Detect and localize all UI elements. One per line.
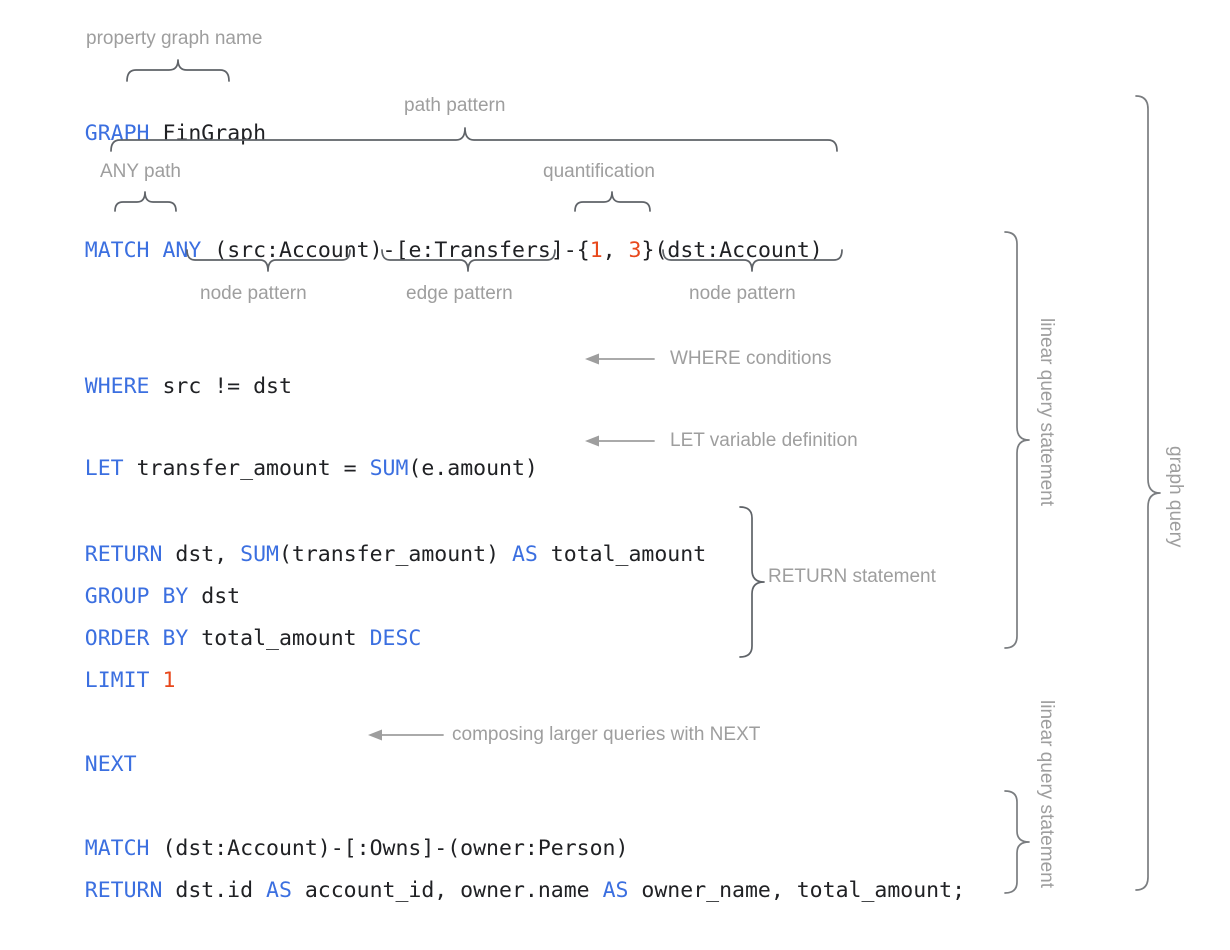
keyword-as-2: AS bbox=[602, 878, 629, 903]
return-2-part3: owner_name, total_amount; bbox=[628, 878, 966, 903]
code-line-next: NEXT bbox=[33, 720, 137, 810]
annotation-edge-pattern: edge pattern bbox=[406, 283, 513, 304]
annotation-linear-query-statement-upper: linear query statement bbox=[1036, 318, 1057, 506]
code-line-group-by: GROUP BY dst bbox=[33, 552, 240, 642]
where-expression: src != dst bbox=[149, 374, 292, 399]
keyword-graph: GRAPH bbox=[84, 121, 150, 146]
graph-name-value: FinGraph bbox=[162, 121, 267, 146]
arrow-where-conditions bbox=[585, 353, 655, 365]
keyword-return: RETURN bbox=[84, 542, 163, 567]
keyword-as-1: AS bbox=[266, 878, 292, 903]
quant-open-brace: { bbox=[576, 238, 590, 263]
dash-1: - bbox=[382, 238, 396, 263]
keyword-next: NEXT bbox=[84, 752, 137, 777]
quant-close-brace: } bbox=[641, 238, 655, 263]
node-pattern-src: (src:Account) bbox=[214, 238, 383, 263]
arrow-composing-with-next bbox=[368, 729, 444, 741]
code-line-limit: LIMIT 1 bbox=[33, 636, 176, 726]
brace-property-graph-name bbox=[126, 59, 230, 82]
quant-comma: , bbox=[602, 238, 629, 263]
keyword-as: AS bbox=[511, 542, 538, 567]
dash-2: - bbox=[563, 238, 577, 263]
brace-linear-query-statement-upper bbox=[1004, 231, 1030, 649]
annotation-quantification: quantification bbox=[543, 161, 655, 182]
keyword-where: WHERE bbox=[84, 374, 150, 399]
return-part3: total_amount bbox=[537, 542, 707, 567]
annotation-node-pattern-right: node pattern bbox=[689, 283, 796, 304]
annotation-any-path: ANY path bbox=[100, 161, 181, 182]
return-part1: dst, bbox=[162, 542, 241, 567]
annotation-where-conditions: WHERE conditions bbox=[670, 348, 832, 369]
keyword-any: ANY bbox=[162, 238, 202, 263]
keyword-order-by: ORDER BY bbox=[84, 626, 189, 651]
let-variable: transfer_amount = bbox=[123, 456, 370, 481]
keyword-limit: LIMIT bbox=[84, 668, 150, 693]
keyword-group-by: GROUP BY bbox=[84, 584, 189, 609]
keyword-desc: DESC bbox=[369, 626, 422, 651]
annotation-graph-query: graph query bbox=[1165, 446, 1186, 548]
edge-pattern-transfers: [e:Transfers] bbox=[395, 238, 564, 263]
limit-value: 1 bbox=[162, 668, 176, 693]
annotation-let-variable-definition: LET variable definition bbox=[670, 430, 858, 451]
let-arguments: (e.amount) bbox=[408, 456, 538, 481]
code-line-return: RETURN dst, SUM(transfer_amount) AS tota… bbox=[33, 510, 706, 600]
keyword-let: LET bbox=[84, 456, 124, 481]
return-2-part1: dst.id bbox=[162, 878, 267, 903]
annotation-linear-query-statement-lower: linear query statement bbox=[1036, 700, 1057, 888]
quant-upper-bound: 3 bbox=[628, 238, 642, 263]
code-line-return-2: RETURN dst.id AS account_id, owner.name … bbox=[33, 846, 965, 936]
return-2-part2: account_id, owner.name bbox=[291, 878, 603, 903]
annotation-node-pattern-left: node pattern bbox=[200, 283, 307, 304]
function-sum: SUM bbox=[369, 456, 409, 481]
group-by-expression: dst bbox=[188, 584, 241, 609]
keyword-match: MATCH bbox=[84, 238, 150, 263]
brace-linear-query-statement-lower bbox=[1004, 790, 1030, 894]
keyword-return-2: RETURN bbox=[84, 878, 163, 903]
return-part2: (transfer_amount) bbox=[278, 542, 512, 567]
code-line-match-2: MATCH (dst:Account)-[:Owns]-(owner:Perso… bbox=[33, 804, 629, 894]
match-2-pattern: (dst:Account)-[:Owns]-(owner:Person) bbox=[149, 836, 629, 861]
keyword-match-2: MATCH bbox=[84, 836, 150, 861]
order-by-expression: total_amount bbox=[188, 626, 370, 651]
annotation-path-pattern: path pattern bbox=[404, 95, 506, 116]
arrow-let-variable-definition bbox=[585, 435, 655, 447]
code-line-let: LET transfer_amount = SUM(e.amount) bbox=[33, 424, 538, 514]
function-sum-return: SUM bbox=[240, 542, 279, 567]
code-line-where: WHERE src != dst bbox=[33, 342, 292, 432]
brace-graph-query bbox=[1135, 95, 1161, 891]
annotation-composing-with-next: composing larger queries with NEXT bbox=[452, 724, 761, 745]
node-pattern-dst: (dst:Account) bbox=[654, 238, 823, 263]
annotation-return-statement: RETURN statement bbox=[768, 566, 936, 587]
brace-return-statement bbox=[739, 506, 765, 658]
code-line-order-by: ORDER BY total_amount DESC bbox=[33, 594, 422, 684]
annotation-property-graph-name: property graph name bbox=[86, 28, 263, 49]
quant-lower-bound: 1 bbox=[589, 238, 603, 263]
